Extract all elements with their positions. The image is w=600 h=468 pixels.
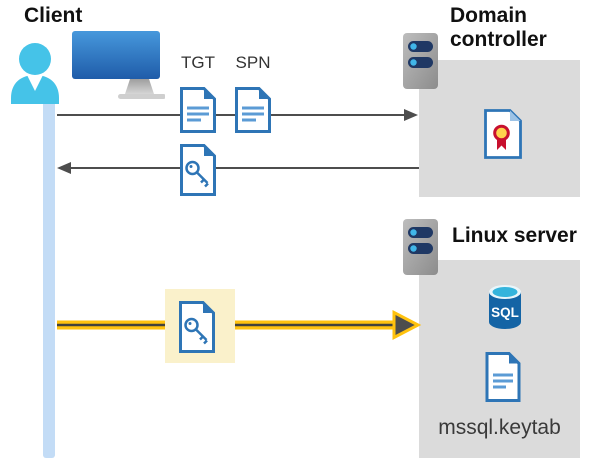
keytab-file-label: mssql.keytab (438, 416, 561, 439)
domain-controller-server-icon (403, 33, 438, 89)
response-arrow (57, 162, 419, 174)
tgt-document-icon (180, 87, 216, 133)
person-icon (11, 43, 59, 104)
spn-document-icon (235, 87, 271, 133)
linux-server-icon (403, 219, 438, 275)
key-glyph (185, 160, 209, 188)
client-lifeline (43, 84, 55, 458)
key-glyph (184, 317, 208, 345)
client-icon (11, 31, 165, 104)
request-arrow (57, 109, 418, 121)
client-label: Client (24, 4, 83, 27)
sql-database-icon: SQL (489, 285, 521, 329)
linux-server-label: Linux server (452, 224, 577, 247)
sql-icon-label: SQL (491, 305, 519, 320)
key-document-icon (180, 144, 216, 196)
keytab-document-icon (485, 352, 521, 402)
monitor-icon (72, 31, 165, 99)
certificate-icon (484, 109, 522, 159)
spn-label: SPN (235, 53, 271, 72)
auth-arrow (57, 310, 422, 340)
highlighted-key-document-icon (179, 301, 215, 353)
tgt-label: TGT (181, 53, 215, 72)
domain-controller-label: Domain controller (450, 4, 547, 52)
